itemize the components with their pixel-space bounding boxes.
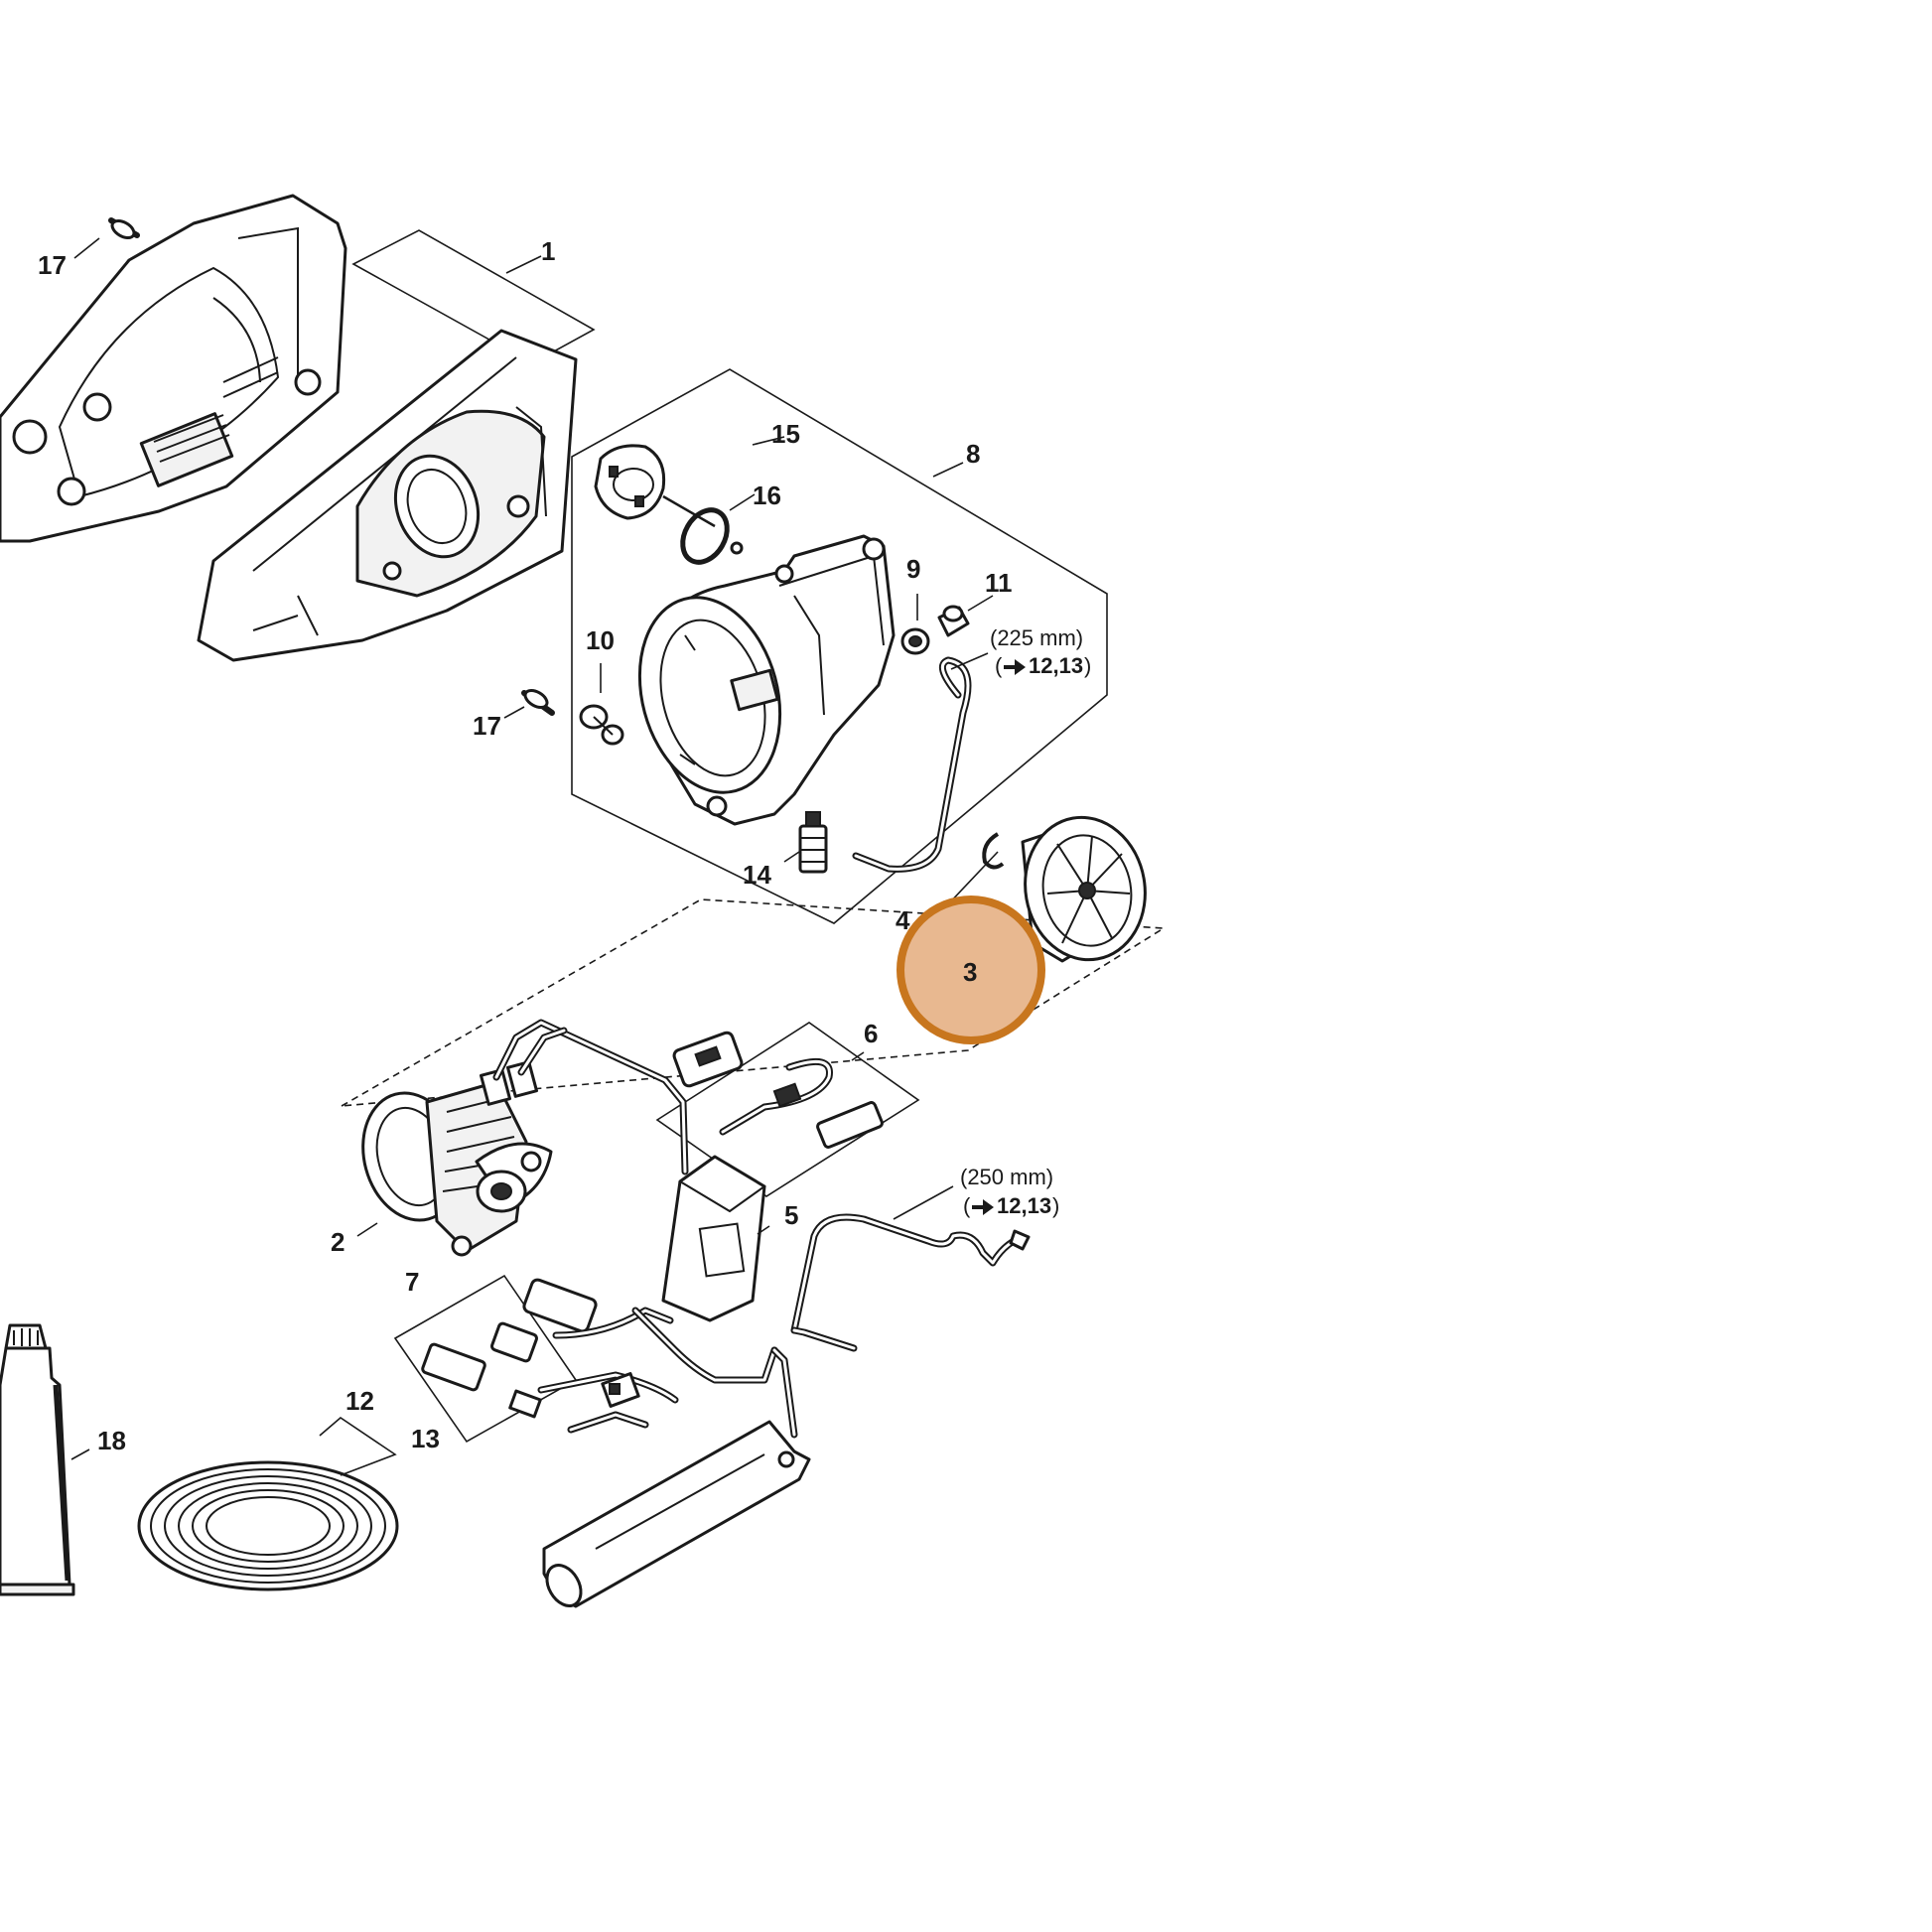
- callout-11: 11: [985, 568, 1013, 598]
- callout-12: 12: [345, 1386, 374, 1416]
- clip-4: [982, 832, 1005, 870]
- motor-wiring: [492, 1019, 689, 1175]
- hose-225: [852, 656, 972, 873]
- hose-bottom-length: (250 mm): [960, 1165, 1053, 1189]
- callout-5: 5: [784, 1200, 798, 1230]
- switch-6: [672, 1031, 884, 1149]
- fan-wheel-3: [1021, 815, 1147, 963]
- nut-10: [579, 704, 624, 746]
- switch-7: [421, 1278, 674, 1419]
- wire-coil-12-13: [137, 1460, 399, 1591]
- screw-17-middle: [521, 688, 555, 716]
- lower-wiring: [537, 1307, 798, 1439]
- callout-16: 16: [753, 481, 781, 510]
- valve-14: [798, 811, 828, 874]
- housing-shell-rear: [0, 194, 347, 543]
- sleeve-11: [937, 605, 970, 637]
- seal-9: [900, 627, 930, 655]
- group-outline-12-13: [319, 1416, 397, 1476]
- housing-shell-front: [197, 329, 578, 662]
- callout-17-top: 17: [38, 250, 67, 280]
- right-arrow-icon: [1004, 659, 1026, 675]
- svg-text:(: (: [963, 1193, 971, 1218]
- right-arrow-icon: [972, 1199, 994, 1215]
- svg-text:12,13: 12,13: [1029, 653, 1083, 678]
- callout-9: 9: [906, 554, 920, 584]
- group-outline-1: [351, 229, 596, 364]
- svg-text:(: (: [995, 653, 1003, 678]
- callout-15: 15: [771, 419, 800, 449]
- motor-housing-8: [637, 534, 896, 826]
- callout-18: 18: [97, 1426, 126, 1455]
- callout-13: 13: [411, 1424, 440, 1453]
- grease-tube-18: [0, 1323, 75, 1596]
- svg-text:): ): [1084, 653, 1091, 678]
- callout-7: 7: [405, 1267, 419, 1297]
- highlight-circle[interactable]: [897, 896, 1045, 1044]
- hose-bottom-reference: ( 12,13 ): [963, 1193, 1059, 1218]
- hose-top-length: (225 mm): [990, 625, 1083, 650]
- callout-14: 14: [743, 860, 771, 890]
- callout-17-middle: 17: [473, 711, 501, 741]
- connector-15: [594, 444, 716, 528]
- svg-text:12,13: 12,13: [997, 1193, 1051, 1218]
- svg-text:): ): [1052, 1193, 1059, 1218]
- hose-250: [790, 1213, 1031, 1352]
- electronics-module-5: [661, 1155, 766, 1322]
- o-ring-16: [680, 507, 744, 565]
- callout-3: 3: [963, 957, 977, 987]
- handle-tube: [542, 1420, 811, 1608]
- screw-17-top: [108, 217, 140, 240]
- group-outline-8: [571, 368, 1108, 924]
- hose-top-reference: ( 12,13 ): [995, 653, 1091, 678]
- callout-8: 8: [966, 439, 980, 469]
- callout-1: 1: [541, 236, 555, 266]
- motor-2: [361, 1060, 553, 1257]
- group-outline-2-3: [341, 898, 1167, 1107]
- callout-6: 6: [864, 1019, 878, 1048]
- callout-10: 10: [586, 625, 615, 655]
- callout-4: 4: [896, 905, 910, 935]
- callout-2: 2: [331, 1227, 345, 1257]
